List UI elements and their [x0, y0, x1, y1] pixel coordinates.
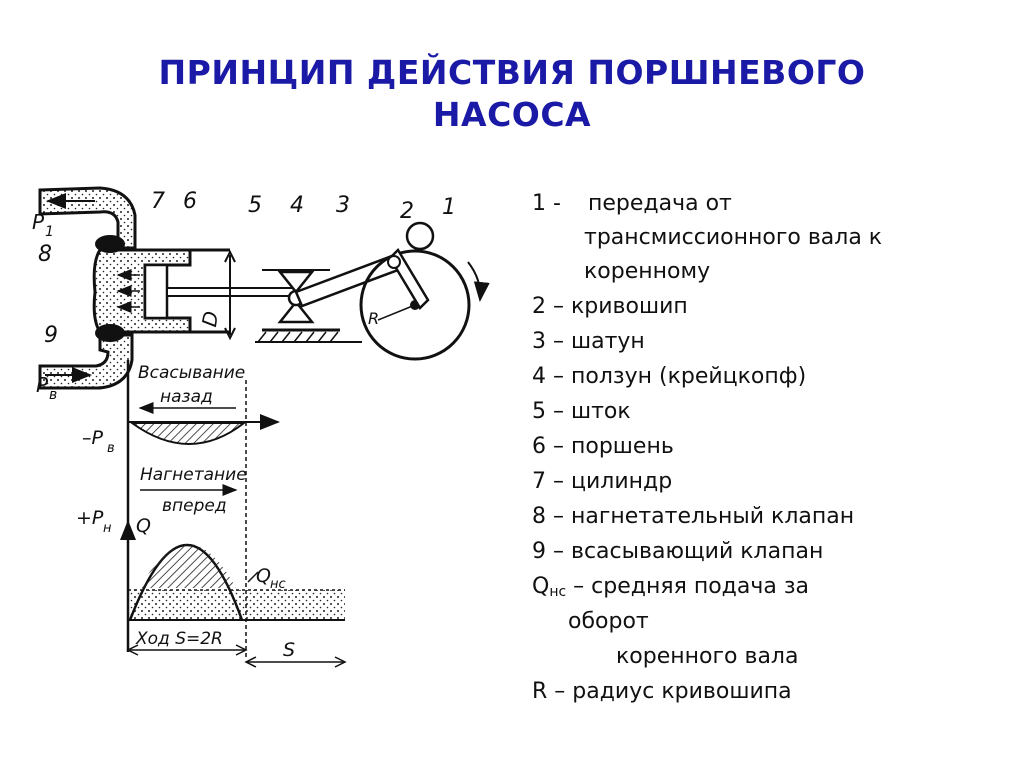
slide-title: ПРИНЦИП ДЕЙСТВИЯ ПОРШНЕВОГО НАСОСА [0, 52, 1024, 136]
label-Q: Q [136, 515, 151, 537]
label-pv-sub: в [49, 387, 57, 403]
label-6: 6 [183, 189, 197, 214]
label-9: 9 [44, 323, 58, 348]
legend-item-3: 3 – шатун [532, 329, 645, 354]
legend-item-7: 7 – цилиндр [532, 469, 673, 494]
pump-body [38, 186, 296, 390]
legend-item-r: R – радиус кривошипа [532, 679, 792, 704]
label-5: 5 [248, 193, 262, 218]
label-p1: P [32, 210, 45, 234]
legend-item-1-text-b: трансмиссионного вала к [584, 225, 883, 250]
legend-item-5: 5 – шток [532, 399, 631, 424]
label-pv: P [36, 373, 49, 397]
legend-item-1-text-c: коренному [584, 259, 711, 284]
discharge-valve [95, 235, 125, 253]
label-pos-ph: +P [76, 507, 104, 529]
legend-item-q-symbol: Q [532, 574, 550, 599]
suction-pressure-curve [128, 422, 247, 445]
label-qnc: Q [256, 565, 271, 587]
diameter-marker [224, 249, 236, 341]
drive-gear [405, 221, 435, 251]
label-suction-a: Всасывание [138, 363, 245, 383]
label-pos-ph-sub: н [103, 521, 112, 536]
legend: 1 - передача от трансмиссионного вала к к… [532, 186, 1012, 709]
suction-valve [95, 324, 125, 342]
title-line-1: ПРИНЦИП ДЕЙСТВИЯ ПОРШНЕВОГО [158, 53, 866, 92]
flow-graphs [120, 360, 347, 668]
crank-mechanism [294, 221, 490, 361]
label-D: D [197, 309, 223, 328]
label-discharge-a: Нагнетание [140, 465, 247, 485]
legend-item-6: 6 – поршень [532, 434, 674, 459]
legend-item-q-sub: нс [549, 584, 567, 600]
label-neg-pv: –P [82, 427, 104, 449]
label-3: 3 [336, 193, 350, 218]
crank-wheel [359, 249, 471, 361]
label-neg-pv-sub: в [107, 441, 115, 456]
legend-item-q-text-b: оборот [568, 609, 649, 634]
piston [143, 263, 169, 320]
legend-item-9: 9 – всасывающий клапан [532, 539, 824, 564]
label-discharge-b: вперед [162, 496, 227, 516]
label-p1-sub: 1 [45, 224, 54, 240]
label-4: 4 [290, 193, 304, 218]
title-line-2: НАСОСА [432, 95, 592, 134]
label-S: S [283, 639, 295, 661]
label-1: 1 [442, 195, 456, 220]
label-qnc-sub: нс [270, 577, 286, 592]
legend-item-4: 4 – ползун (крейцкопф) [532, 364, 807, 389]
legend-item-2: 2 – кривошип [532, 294, 688, 319]
legend-item-1-text-a: передача от [588, 191, 732, 216]
legend-item-q-text-c: коренного вала [616, 644, 799, 669]
legend-item-8: 8 – нагнетательный клапан [532, 504, 855, 529]
label-7: 7 [151, 189, 165, 214]
label-2: 2 [400, 199, 414, 224]
legend-item-q-text-a: – средняя подача за [566, 574, 810, 599]
legend-item-q: Qнс – средняя подача за [532, 569, 1012, 604]
diagram-labels: 1 2 3 4 5 6 7 8 9 P 1 P в D R Всасывание… [32, 189, 456, 661]
legend-item-1-number: 1 - [532, 191, 561, 216]
label-stroke: Ход S=2R [135, 629, 223, 649]
label-R: R [368, 309, 379, 328]
label-8: 8 [38, 242, 52, 267]
legend-item-1: 1 - передача от [532, 186, 1012, 221]
crosshead-assembly [255, 269, 345, 343]
label-suction-b: назад [160, 387, 213, 407]
